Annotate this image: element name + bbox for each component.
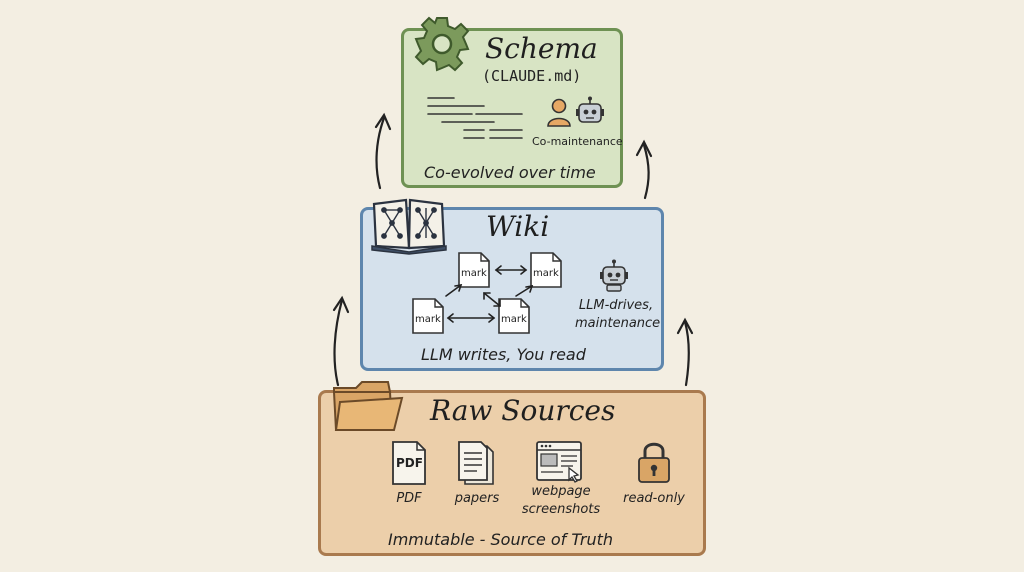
- wiki-title: Wiki: [486, 210, 550, 243]
- arrow-raw-to-wiki-left: [333, 298, 344, 387]
- arrow-raw-to-wiki-left-head: [332, 295, 350, 314]
- doc-file-bottom-right-icon: [498, 298, 530, 334]
- doc-label-bottom-right: mark: [501, 314, 527, 325]
- schema-text-lines: [427, 97, 523, 139]
- arrow-wiki-to-schema-right: [642, 143, 650, 200]
- webpage-label-line2: screenshots: [521, 502, 601, 517]
- arrow-wiki-to-schema-right-head: [635, 139, 653, 158]
- webpage-label-line1: webpage: [531, 484, 591, 499]
- doc-label-top-right: mark: [533, 268, 559, 279]
- schema-caption: Co-evolved over time: [424, 163, 596, 182]
- raw-sources-title: Raw Sources: [430, 394, 616, 427]
- book-graph-icon: [371, 198, 447, 255]
- pdf-icon: [392, 441, 426, 485]
- arrow-raw-to-wiki-right: [683, 320, 690, 387]
- llm-drives-label-line1: LLM-drives,: [578, 298, 654, 313]
- wiki-caption: LLM writes, You read: [421, 345, 586, 364]
- schema-title: Schema: [485, 32, 598, 65]
- pdf-label: PDF: [396, 491, 422, 506]
- robot-icon-schema: [576, 96, 604, 123]
- folder-icon: [332, 381, 404, 431]
- llm-drives-label-line2: maintenance: [575, 316, 661, 331]
- doc-file-top-right-icon: [530, 252, 562, 288]
- person-icon: [547, 98, 571, 127]
- doc-label-top-left: mark: [461, 268, 487, 279]
- doc-label-bottom-left: mark: [415, 314, 441, 325]
- webpage-icon: [536, 441, 582, 483]
- raw-sources-caption: Immutable - Source of Truth: [388, 530, 614, 549]
- doc-file-bottom-left-icon: [412, 298, 444, 334]
- schema-subtitle: (CLAUDE.md): [482, 67, 582, 85]
- read-only-label: read-only: [623, 491, 685, 506]
- arrow-wiki-to-schema-left-head: [374, 112, 392, 131]
- doc-file-top-left-icon: [458, 252, 490, 288]
- pdf-icon-text: PDF: [396, 456, 423, 470]
- papers-icon: [458, 441, 494, 485]
- papers-label: papers: [454, 491, 500, 506]
- arrow-raw-to-wiki-right-head: [676, 317, 694, 335]
- robot-icon-wiki: [600, 259, 628, 292]
- gear-icon: [414, 16, 470, 72]
- co-maintenance-label: Co-maintenance: [532, 135, 623, 148]
- arrow-wiki-to-schema-left: [375, 116, 386, 190]
- lock-icon: [638, 442, 670, 483]
